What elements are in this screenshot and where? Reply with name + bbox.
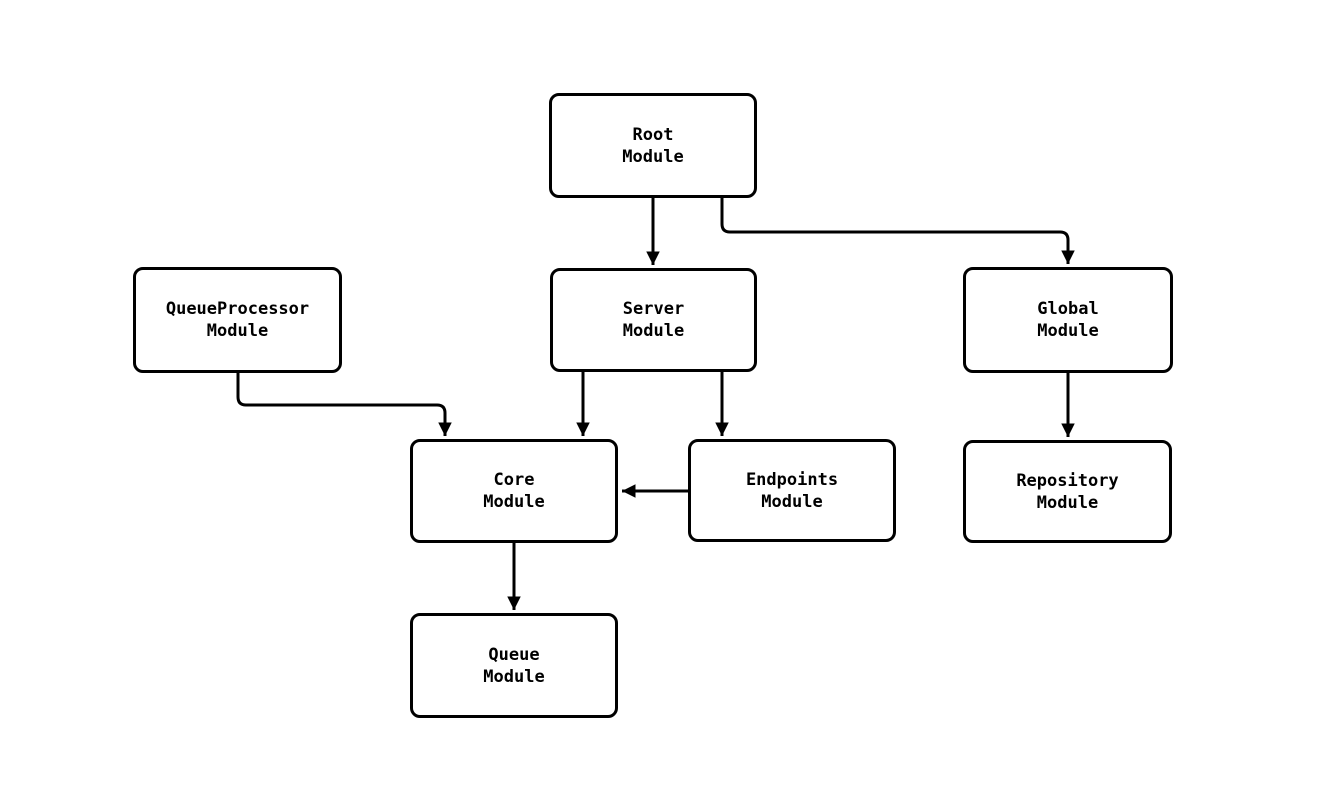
node-label-line: Repository xyxy=(1016,470,1119,491)
node-label-line: Module xyxy=(761,491,823,512)
edge-group xyxy=(236,198,1075,610)
node-label-line: Queue xyxy=(488,644,540,665)
node-label-line: Module xyxy=(1036,492,1099,513)
edge-root-module-to-global-module xyxy=(720,198,1075,264)
node-label-line: Global xyxy=(1037,299,1099,319)
node-label-line: Module xyxy=(483,666,545,687)
node-label-line: Module xyxy=(206,321,269,341)
node-label-line: Server xyxy=(622,299,685,319)
node-label-line: QueueProcessor xyxy=(165,299,310,319)
node-label-line: Module xyxy=(622,321,685,341)
node-label-line: Endpoints xyxy=(745,469,839,490)
node-label-line: Core xyxy=(493,470,535,490)
node-label-line: Root xyxy=(632,124,674,145)
node-label-line: Module xyxy=(1037,321,1099,341)
node-label-line: Module xyxy=(483,492,545,512)
node-label-line: Module xyxy=(622,146,684,167)
edge-queueprocessor-module-to-core-module xyxy=(236,373,452,436)
